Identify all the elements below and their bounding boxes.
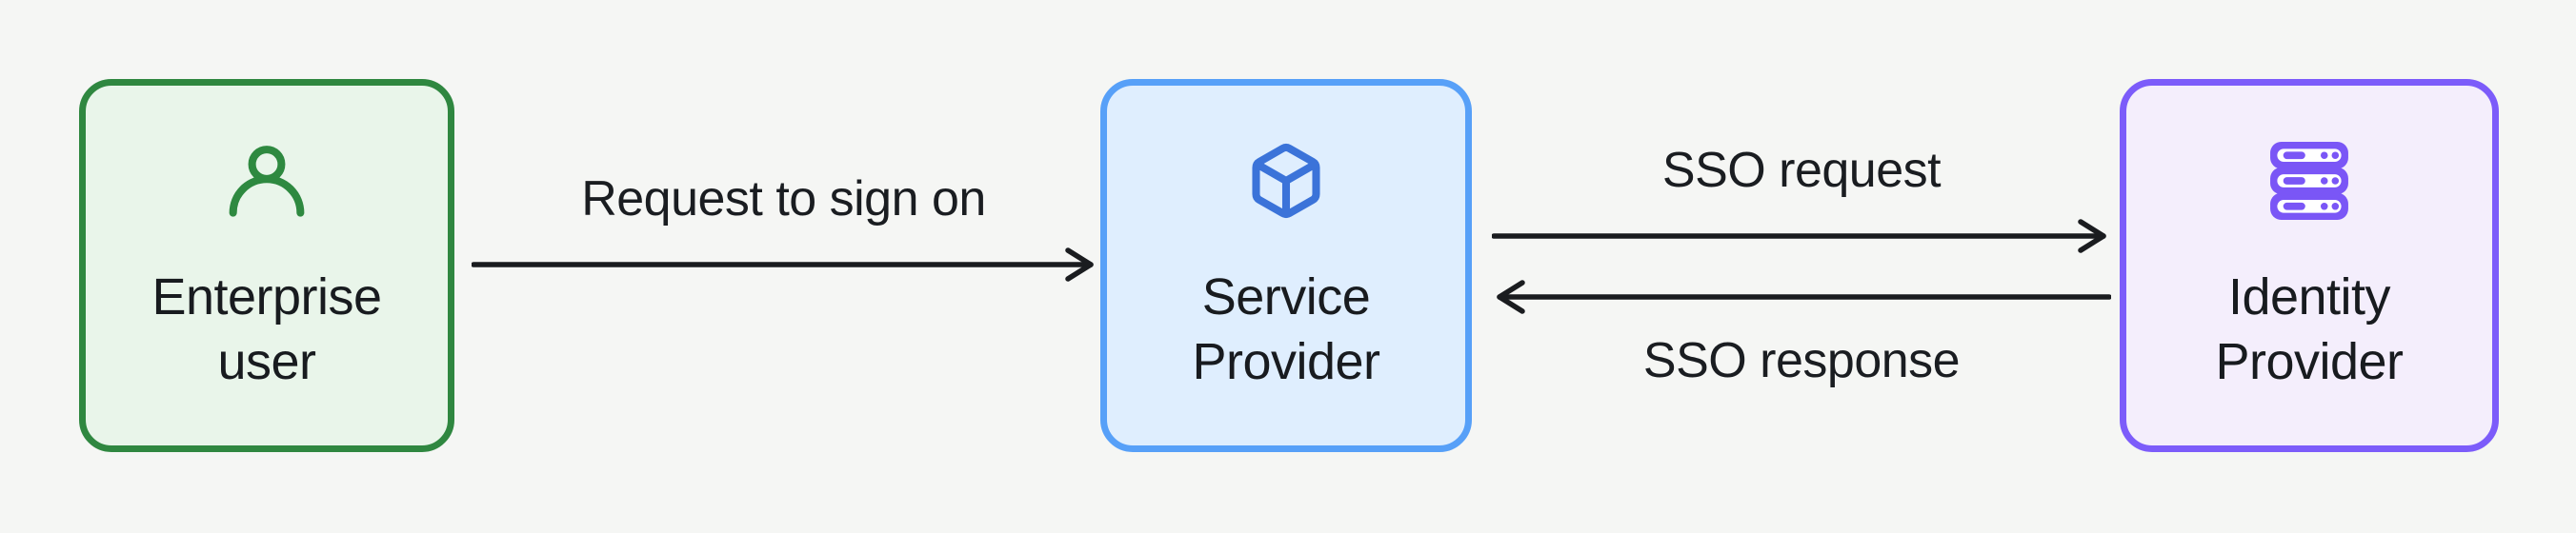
node-identity-provider: Identity Provider	[2120, 79, 2499, 452]
node-service-provider: Service Provider	[1100, 79, 1472, 452]
arrow-right-sso-request	[1492, 215, 2111, 257]
cube-icon	[1107, 141, 1465, 221]
edge-label-sso-request: SSO request	[1661, 143, 1942, 198]
node-label-line: Enterprise	[151, 268, 382, 326]
node-label-line: Service	[1201, 268, 1371, 326]
node-identity-provider-label: Identity Provider	[2126, 265, 2492, 394]
server-stack-icon	[2126, 141, 2492, 221]
node-label-line: user	[217, 333, 316, 390]
node-label-line: Provider	[2215, 333, 2404, 390]
node-service-provider-label: Service Provider	[1107, 265, 1465, 394]
edge-label-request-to-sign-on: Request to sign on	[581, 171, 986, 227]
arrow-right-request-to-sign-on	[472, 244, 1100, 286]
node-label-line: Identity	[2227, 268, 2391, 326]
arrow-left-sso-response	[1492, 276, 2111, 318]
node-enterprise-user-label: Enterprise user	[86, 265, 448, 394]
node-enterprise-user: Enterprise user	[79, 79, 454, 452]
user-icon	[86, 141, 448, 221]
edge-label-sso-response: SSO response	[1642, 333, 1961, 388]
node-label-line: Provider	[1192, 333, 1380, 390]
